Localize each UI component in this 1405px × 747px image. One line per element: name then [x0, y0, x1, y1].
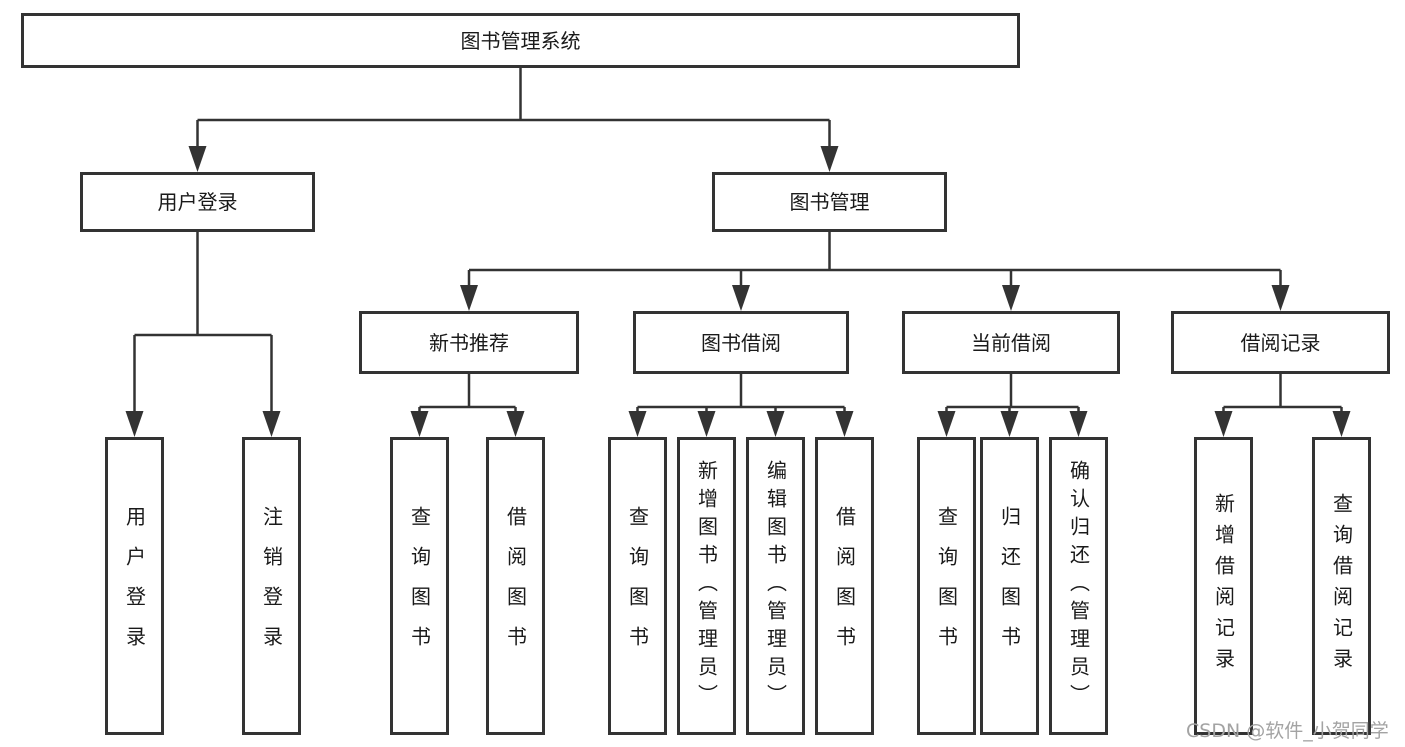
node-book-management: 图书管理 [712, 172, 947, 232]
node-label: 用户登录 [122, 506, 147, 666]
node-label: 当前借阅 [971, 330, 1051, 355]
edge-root-to-level2 [188, 68, 839, 172]
node-label: 编辑图书（管理员） [763, 460, 788, 712]
node-query-books-borrowing: 查询图书 [608, 437, 667, 735]
node-label: 借阅图书 [503, 506, 528, 666]
node-label: 新增图书（管理员） [694, 460, 719, 712]
node-borrow-books-recommend: 借阅图书 [486, 437, 545, 735]
node-user-login: 用户登录 [80, 172, 315, 232]
node-label: 新书推荐 [429, 330, 509, 355]
node-label: 查询图书 [934, 506, 959, 666]
edge-book-management-to-level3 [460, 232, 1290, 311]
node-label: 借阅图书 [832, 506, 857, 666]
node-borrow-books-leaf: 借阅图书 [815, 437, 874, 735]
node-add-books-admin: 新增图书（管理员） [677, 437, 736, 735]
node-label: 确认归还（管理员） [1066, 460, 1091, 712]
node-logout: 注销登录 [242, 437, 301, 735]
node-label: 查询借阅记录 [1329, 493, 1354, 679]
node-new-book-recommend: 新书推荐 [359, 311, 579, 374]
node-query-borrow-record: 查询借阅记录 [1312, 437, 1371, 735]
node-return-books: 归还图书 [980, 437, 1039, 735]
node-query-books-current: 查询图书 [917, 437, 976, 735]
node-label: 用户登录 [157, 190, 238, 214]
node-add-borrow-record: 新增借阅记录 [1194, 437, 1253, 735]
edge-current-borrowing-to-leaves [937, 374, 1088, 437]
edge-user-login-to-leaves [125, 232, 281, 437]
node-book-borrowing: 图书借阅 [633, 311, 849, 374]
edge-book-borrowing-to-leaves [628, 374, 854, 437]
csdn-watermark: CSDN @软件_小贺同学 [1186, 720, 1389, 742]
node-library-management-system: 图书管理系统 [21, 13, 1020, 68]
node-user-login-leaf: 用户登录 [105, 437, 164, 735]
node-label: 图书管理系统 [460, 28, 581, 53]
node-label: 图书借阅 [701, 330, 781, 355]
node-label: 归还图书 [997, 506, 1022, 666]
node-label: 查询图书 [407, 506, 432, 666]
node-label: 注销登录 [259, 506, 284, 666]
node-borrow-records: 借阅记录 [1171, 311, 1390, 374]
node-label: 新增借阅记录 [1211, 493, 1236, 679]
node-confirm-return-admin: 确认归还（管理员） [1049, 437, 1108, 735]
node-edit-books-admin: 编辑图书（管理员） [746, 437, 805, 735]
edge-borrow-records-to-leaves [1214, 374, 1351, 437]
node-label: 查询图书 [625, 506, 650, 666]
edge-new-book-recommend-to-leaves [410, 374, 525, 437]
node-label: 借阅记录 [1240, 330, 1321, 355]
node-label: 图书管理 [789, 190, 870, 214]
node-current-borrowing: 当前借阅 [902, 311, 1120, 374]
node-query-books-recommend: 查询图书 [390, 437, 449, 735]
